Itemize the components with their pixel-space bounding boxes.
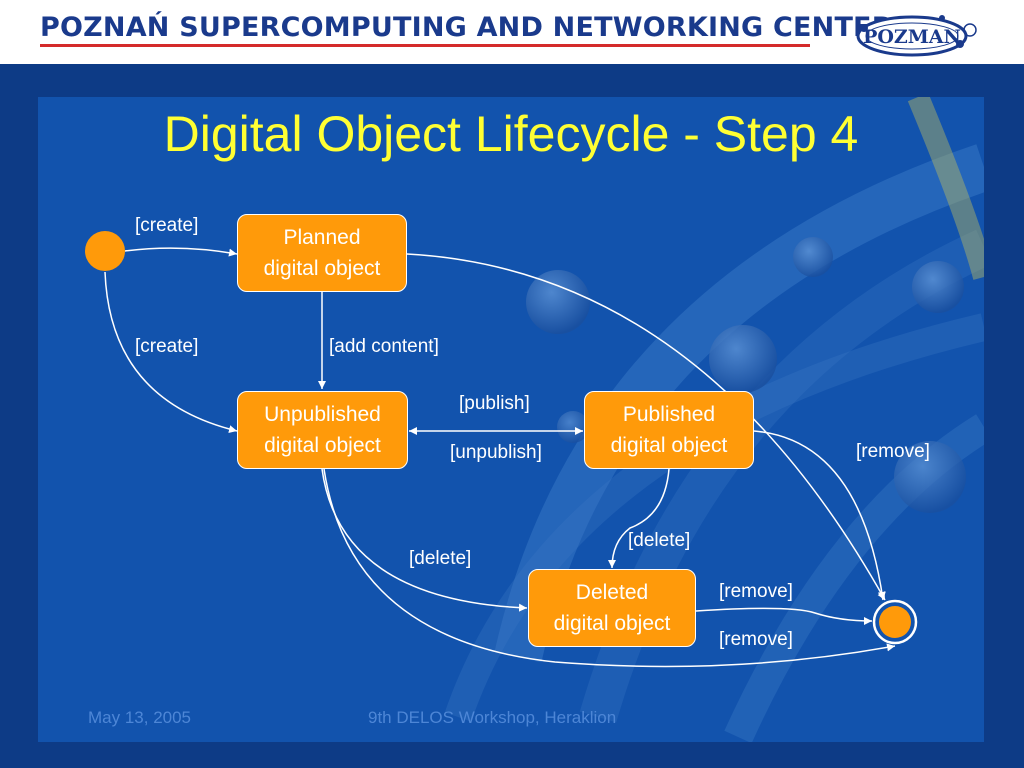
initial-state-node	[85, 231, 125, 271]
arrow-unpublished-delete	[321, 468, 528, 612]
state-deleted-line2: digital object	[553, 612, 671, 635]
label-publish: [publish]	[459, 393, 530, 414]
state-deleted-line1: Deleted	[575, 581, 649, 604]
footer-date: May 13, 2005	[88, 708, 192, 727]
label-create-left: [create]	[135, 336, 199, 357]
state-unpublished: Unpublished digital object	[237, 391, 408, 469]
arrow-published-delete	[608, 468, 670, 569]
arrow-unpublished-to-final	[323, 468, 896, 668]
footer-event: 9th DELOS Workshop, Heraklion	[368, 708, 617, 727]
arrow-published-to-final	[753, 430, 886, 601]
label-delete-unpublished: [delete]	[409, 548, 472, 569]
final-state-core	[879, 606, 911, 638]
state-published-line2: digital object	[610, 434, 728, 457]
state-published-line1: Published	[622, 403, 716, 426]
state-planned-line1: Planned	[283, 226, 361, 249]
final-state-node	[872, 599, 918, 645]
arrow-planned-to-final	[406, 253, 886, 601]
header-accent-line	[40, 44, 810, 47]
logo-text: POZMAN	[863, 26, 961, 48]
arrow-deleted-to-final	[695, 607, 873, 625]
label-remove-bottom: [remove]	[719, 629, 793, 650]
label-unpublish: [unpublish]	[450, 442, 542, 463]
label-delete-published: [delete]	[628, 530, 691, 551]
label-create-top: [create]	[135, 215, 199, 236]
org-title: POZNAŃ SUPERCOMPUTING AND NETWORKING CEN…	[40, 12, 893, 43]
state-planned: Planned digital object	[237, 214, 407, 292]
slide-title: Digital Object Lifecycle - Step 4	[163, 106, 859, 162]
state-deleted: Deleted digital object	[528, 569, 696, 647]
arrow-create-to-unpublished	[104, 271, 238, 433]
label-remove-deleted: [remove]	[719, 581, 793, 602]
state-unpublished-line2: digital object	[264, 434, 381, 457]
header-bar: POZNAŃ SUPERCOMPUTING AND NETWORKING CEN…	[0, 0, 1024, 64]
label-add-content: [add content]	[329, 336, 439, 357]
pozman-logo: POZMAN	[856, 15, 977, 57]
state-planned-line2: digital object	[263, 257, 381, 280]
state-unpublished-line1: Unpublished	[264, 403, 381, 426]
arrow-create-to-planned	[124, 247, 238, 257]
label-remove-published: [remove]	[856, 441, 930, 462]
state-published: Published digital object	[584, 391, 754, 469]
